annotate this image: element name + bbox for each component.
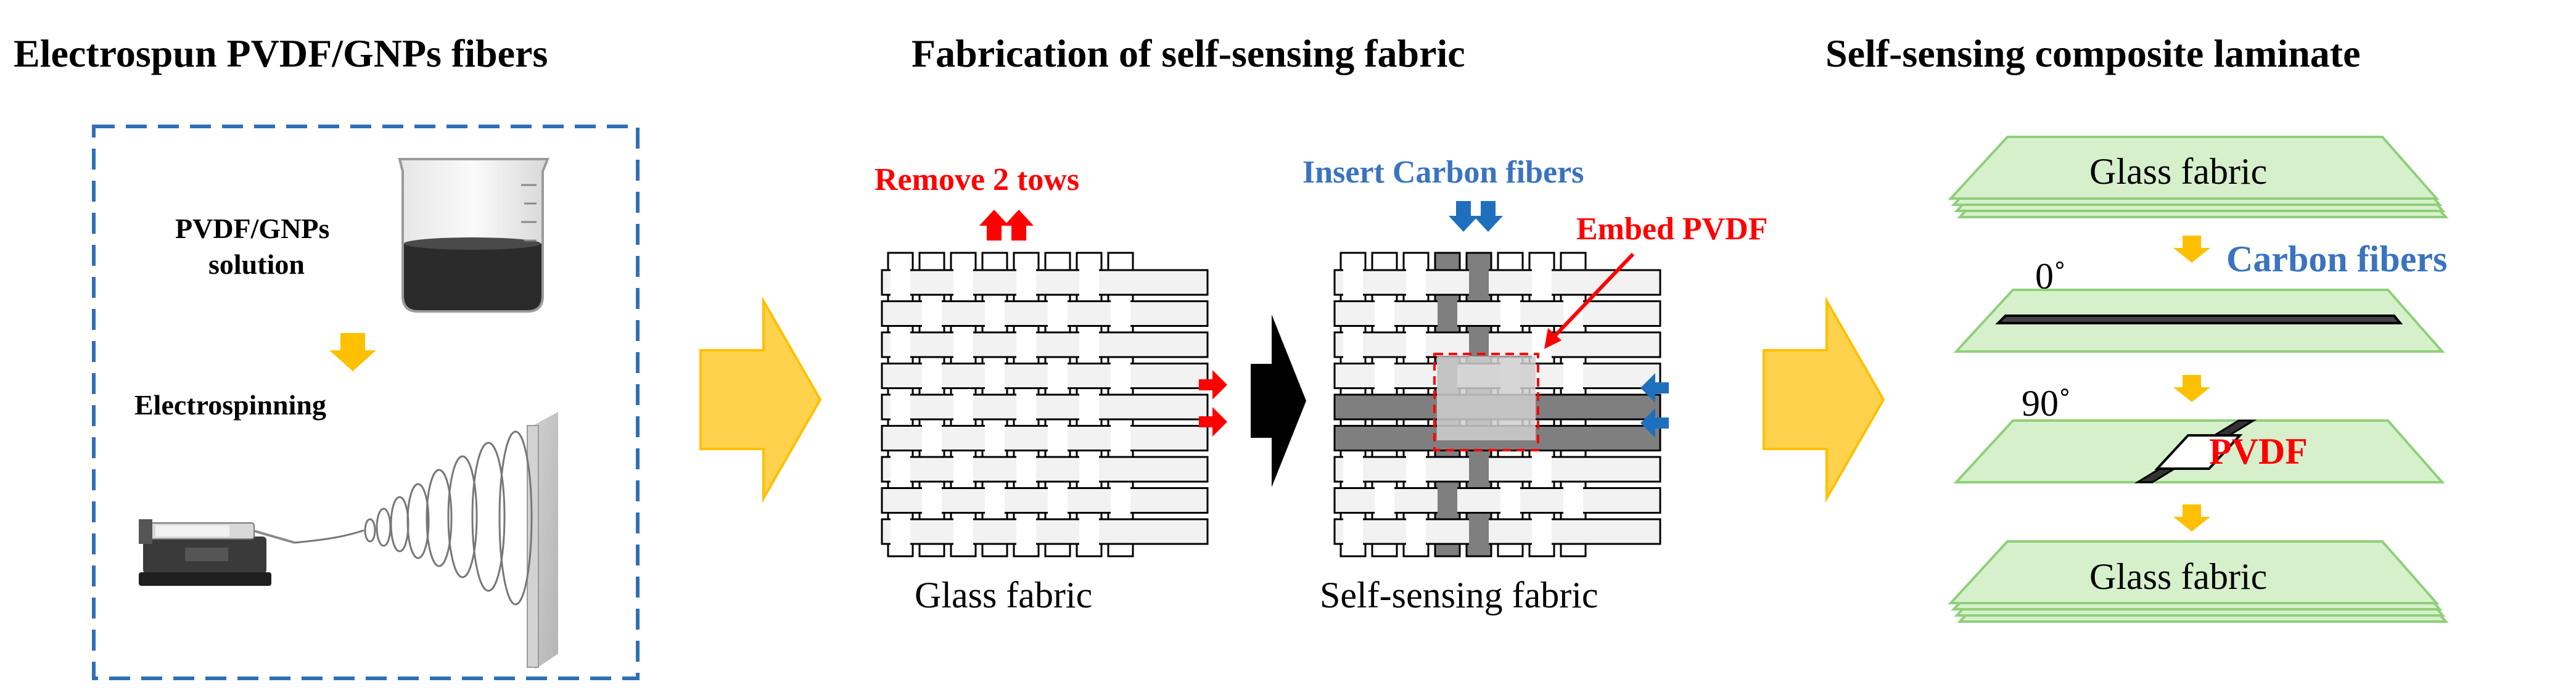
remove-arrow-up-2 bbox=[1004, 210, 1034, 241]
syringe-pump-icon bbox=[139, 519, 295, 586]
collector-plate-icon bbox=[527, 412, 558, 669]
flow-arrow-black bbox=[1251, 315, 1306, 487]
electrospinning-label: Electrospinning bbox=[134, 389, 326, 421]
beaker-icon bbox=[398, 158, 549, 313]
carbon-fibers-label: Carbon fibers bbox=[2226, 239, 2447, 279]
glass-tow-horizontal bbox=[881, 518, 1209, 545]
insert-arrow-left-2 bbox=[1640, 408, 1669, 438]
glass-tow-horizontal bbox=[881, 393, 1209, 421]
self-sensing-fabric-grid bbox=[1333, 252, 1661, 557]
carbon-tow-0deg bbox=[1995, 315, 2403, 324]
pvdf-patch bbox=[2154, 434, 2243, 470]
self-sensing-caption: Self-sensing fabric bbox=[1320, 575, 1599, 615]
stack-arrow-3 bbox=[2173, 504, 2210, 532]
glass-tow-horizontal bbox=[881, 331, 1209, 358]
top-glass-label: Glass fabric bbox=[2089, 151, 2267, 192]
remove-arrow-up-1 bbox=[979, 210, 1009, 241]
glass-tow-horizontal bbox=[1333, 269, 1661, 296]
remove-tows-label: Remove 2 tows bbox=[874, 162, 1079, 197]
glass-tow-horizontal bbox=[881, 269, 1209, 296]
flow-arrow-1 bbox=[699, 296, 822, 503]
title-left: Electrospun PVDF/GNPs fibers bbox=[14, 31, 548, 75]
remove-arrow-right-1 bbox=[1199, 370, 1227, 400]
glass-fabric-grid bbox=[881, 252, 1209, 557]
glass-tow-horizontal bbox=[1333, 518, 1661, 545]
fiber-spiral-icon bbox=[294, 430, 533, 606]
glass-fabric-caption: Glass fabric bbox=[915, 575, 1092, 615]
pvdf-label: PVDF bbox=[2209, 431, 2308, 472]
remove-arrow-right-2 bbox=[1199, 407, 1227, 437]
angle-90-label: 90˚ bbox=[2022, 383, 2071, 424]
title-middle: Fabrication of self-sensing fabric bbox=[911, 31, 1465, 75]
insert-arrow-left-1 bbox=[1640, 373, 1669, 403]
dashed-frame bbox=[92, 125, 640, 680]
stack-arrow-2 bbox=[2173, 375, 2210, 402]
embed-pointer-line bbox=[1551, 252, 1635, 340]
bottom-glass-label: Glass fabric bbox=[2089, 556, 2267, 597]
glass-tow-horizontal bbox=[1333, 456, 1661, 483]
insert-arrow-down-1 bbox=[1449, 201, 1478, 232]
solution-label-line1: PVDF/GNPs bbox=[175, 213, 329, 244]
laminate-stack: Glass fabric 0˚ Carbon fibers 90˚ PVDF G… bbox=[1948, 136, 2449, 623]
glass-tow-horizontal bbox=[881, 456, 1209, 483]
embed-pvdf-label: Embed PVDF bbox=[1576, 212, 1768, 247]
bottom-glass-layers bbox=[1948, 540, 2449, 623]
process-arrow-down bbox=[329, 333, 376, 371]
electrospinning-panel: PVDF/GNPs solution Electrospinning bbox=[92, 125, 640, 680]
stack-arrow-1 bbox=[2173, 236, 2210, 263]
insert-arrow-down-2 bbox=[1473, 201, 1503, 232]
pvdf-embedded-region bbox=[1437, 356, 1536, 440]
embed-pointer-head bbox=[1544, 328, 1562, 349]
insert-carbon-label: Insert Carbon fibers bbox=[1302, 155, 1584, 190]
flow-arrow-2 bbox=[1763, 296, 1885, 503]
title-right: Self-sensing composite laminate bbox=[1825, 31, 2361, 75]
top-glass-layers bbox=[1948, 136, 2449, 218]
solution-label-line2: solution bbox=[208, 249, 305, 280]
